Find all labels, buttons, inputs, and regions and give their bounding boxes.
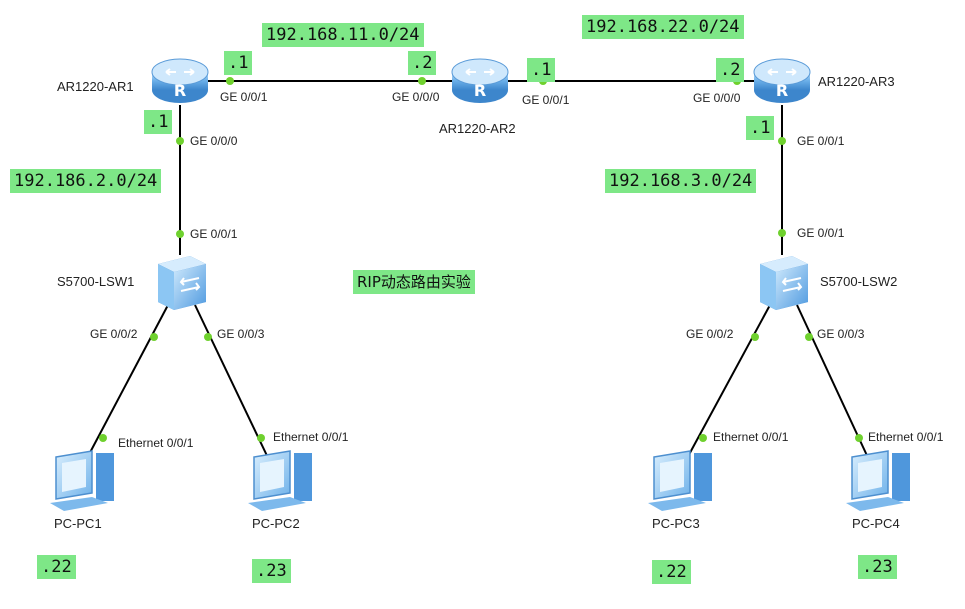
network-label-ar2-ar3: 192.168.22.0/24 — [582, 15, 744, 39]
port-label: GE 0/0/3 — [817, 327, 865, 341]
router-icon[interactable]: R — [753, 58, 811, 103]
device-name-pc3: PC-PC3 — [652, 516, 700, 531]
pc-icon[interactable] — [50, 450, 114, 511]
port-label: GE 0/0/0 — [190, 134, 238, 148]
pc-icon[interactable] — [846, 450, 910, 511]
device-name-lsw1: S5700-LSW1 — [57, 274, 135, 289]
port-label: Ethernet 0/0/1 — [713, 430, 789, 444]
port-label: Ethernet 0/0/1 — [868, 430, 944, 444]
address-label: .22 — [652, 560, 691, 584]
address-label: .23 — [252, 559, 291, 583]
port-label: GE 0/0/1 — [797, 134, 845, 148]
device-name-pc2: PC-PC2 — [252, 516, 300, 531]
port-label: GE 0/0/1 — [220, 90, 268, 104]
router-icon[interactable]: R — [151, 58, 209, 103]
network-label-ar1-lsw1: 192.186.2.0/24 — [10, 169, 162, 193]
link-lsw1-pc2 — [194, 304, 271, 463]
router-icon[interactable]: R — [451, 58, 509, 103]
link-lsw2-pc3 — [684, 304, 771, 463]
device-name-pc4: PC-PC4 — [852, 516, 900, 531]
address-label: .23 — [858, 555, 897, 579]
svg-text:R: R — [776, 81, 788, 100]
address-label: .2 — [408, 51, 437, 75]
port-dot — [226, 77, 234, 85]
link-lsw1-pc1 — [84, 304, 169, 463]
port-label: GE 0/0/1 — [522, 93, 570, 107]
port-dot — [778, 137, 786, 145]
address-label: .1 — [224, 51, 253, 75]
pc-icon[interactable] — [648, 450, 712, 511]
port-label: GE 0/0/1 — [190, 227, 238, 241]
switch-icon[interactable] — [760, 256, 808, 310]
pc-icon[interactable] — [248, 450, 312, 511]
address-label: .1 — [144, 110, 173, 134]
address-label: .22 — [37, 555, 76, 579]
port-dot — [751, 333, 759, 341]
port-dot — [805, 333, 813, 341]
diagram-title: RIP动态路由实验 — [353, 270, 475, 294]
port-label: GE 0/0/0 — [693, 91, 741, 105]
port-label: Ethernet 0/0/1 — [118, 436, 194, 450]
device-name-lsw2: S5700-LSW2 — [820, 274, 898, 289]
port-dot — [176, 230, 184, 238]
port-dot — [699, 434, 707, 442]
port-dot — [257, 434, 265, 442]
device-name-ar3: AR1220-AR3 — [818, 74, 895, 89]
svg-text:R: R — [174, 81, 186, 100]
port-dot — [176, 137, 184, 145]
port-dot — [418, 77, 426, 85]
address-label: .1 — [746, 116, 775, 140]
port-label: GE 0/0/3 — [217, 327, 265, 341]
address-label: .2 — [716, 58, 745, 82]
port-dot — [855, 434, 863, 442]
port-label: GE 0/0/2 — [686, 327, 734, 341]
port-dot — [99, 434, 107, 442]
svg-text:R: R — [474, 81, 486, 100]
network-label-ar1-ar2: 192.168.11.0/24 — [262, 23, 424, 47]
device-name-ar2: AR1220-AR2 — [439, 121, 516, 136]
port-dot — [778, 229, 786, 237]
port-dot — [204, 333, 212, 341]
device-name-ar1: AR1220-AR1 — [57, 79, 134, 94]
port-label: Ethernet 0/0/1 — [273, 430, 349, 444]
device-name-pc1: PC-PC1 — [54, 516, 102, 531]
port-label: GE 0/0/1 — [797, 226, 845, 240]
network-label-ar3-lsw2: 192.168.3.0/24 — [605, 169, 757, 193]
switch-icon[interactable] — [158, 256, 206, 310]
address-label: .1 — [527, 58, 556, 82]
port-label: GE 0/0/2 — [90, 327, 138, 341]
port-dot — [150, 333, 158, 341]
port-label: GE 0/0/0 — [392, 90, 440, 104]
